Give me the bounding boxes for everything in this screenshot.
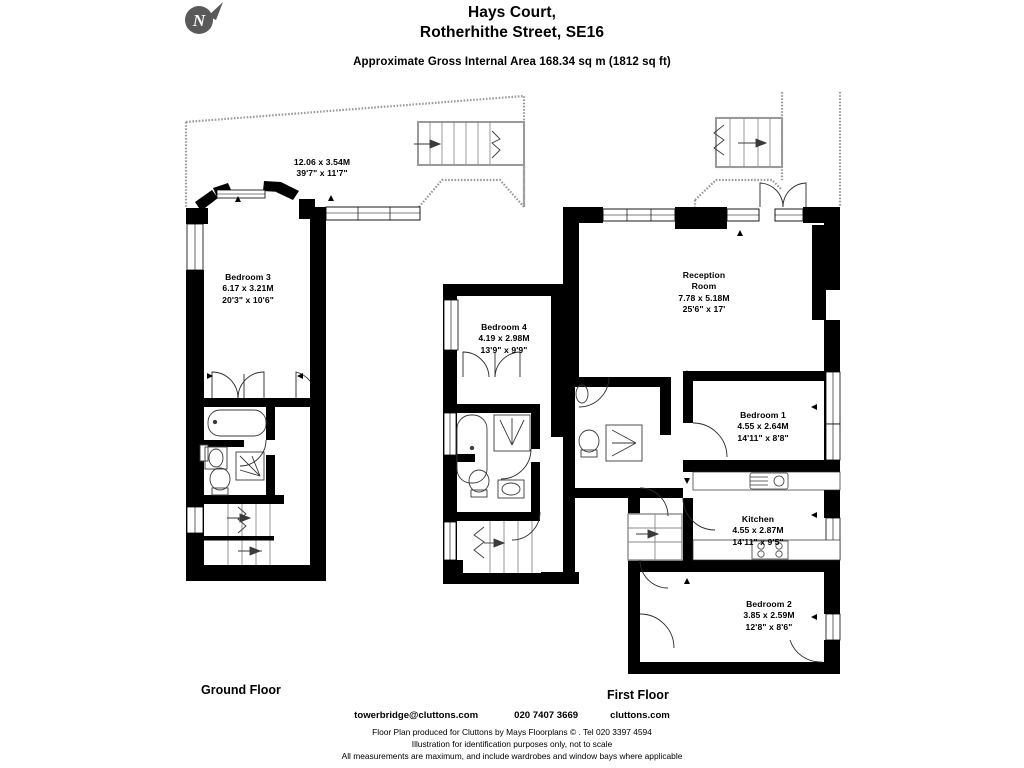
room-name-line1: Reception [682, 270, 726, 280]
room-dim-imperial: 14'11" x 9'5" [732, 536, 784, 547]
shower-icon [493, 414, 531, 452]
compass-north-icon: N [178, 0, 230, 42]
dimension-imperial: 39'7" x 11'7" [296, 168, 348, 179]
room-label-kitchen: Kitchen 4.55 x 2.87M 14'11" x 9'5" [708, 514, 808, 548]
room-dim-imperial: 14'11" x 8'8" [737, 432, 789, 443]
dimension-metric: 12.06 x 3.54M [293, 157, 351, 167]
room-name: Kitchen [741, 514, 775, 524]
shower-icon [235, 451, 265, 481]
dimension-label-overall: 12.06 x 3.54M 39'7" x 11'7" [272, 157, 372, 180]
room-label-bedroom-1: Bedroom 1 4.55 x 2.64M 14'11" x 8'8" [713, 410, 813, 444]
room-name: Bedroom 4 [481, 322, 527, 332]
disclaimer-line-2: Illustration for identification purposes… [411, 739, 613, 749]
ground-floor-bedroom3-doors [211, 371, 311, 399]
contact-phone[interactable]: 020 7407 3669 [514, 710, 579, 721]
ground-floor-dimension-arrows [207, 196, 303, 379]
first-floor-stairs [463, 513, 683, 573]
first-floor-upper-stairs [713, 117, 783, 168]
room-label-bedroom-4: Bedroom 4 4.19 x 2.98M 13'9" x 9'9" [454, 322, 554, 356]
first-floor-bathroom-fixtures [456, 376, 643, 499]
bathtub-icon [207, 409, 267, 437]
ground-floor-upper-outline [184, 94, 526, 207]
room-dim-metric: 3.85 x 2.59M [743, 610, 795, 621]
first-floor-plan [328, 92, 842, 674]
room-dim-metric: 6.17 x 3.21M [222, 283, 274, 294]
toilet-icon [209, 467, 231, 491]
room-dim-metric: 4.19 x 2.98M [478, 333, 530, 344]
room-label-bedroom-2: Bedroom 2 3.85 x 2.59M 12'8" x 8'6" [719, 599, 819, 633]
room-dim-metric: 4.55 x 2.64M [737, 421, 789, 432]
ground-floor-plan [184, 94, 526, 581]
contact-row: towerbridge@cluttons.com 020 7407 3669 clu… [0, 710, 1024, 721]
gross-internal-area-note: Approximate Gross Internal Area 168.34 s… [353, 56, 671, 68]
ground-floor-title: Ground Floor [201, 683, 281, 697]
compass-letter-n: N [192, 11, 206, 30]
page-title-line1: Hays Court, [467, 4, 557, 21]
bathtub-icon [456, 414, 488, 484]
ground-floor-stairs [186, 504, 282, 565]
first-floor-windows [443, 182, 841, 641]
first-floor-title: First Floor [607, 688, 669, 702]
page-title-line2: Rotherhithe Street, SE16 [419, 24, 605, 41]
shower-icon [605, 424, 643, 462]
room-name: Bedroom 2 [746, 599, 792, 609]
ground-floor-windows [186, 189, 421, 271]
basin-icon [497, 479, 525, 499]
room-name-line2: Room [691, 281, 717, 292]
room-dim-imperial: 12'8" x 8'6" [745, 621, 793, 632]
room-label-reception-room: Reception Room 7.78 x 5.18M 25'6" x 17' [654, 270, 754, 316]
ground-floor-corridor-ghost [418, 165, 526, 208]
first-floor-door-swings [462, 351, 823, 663]
room-dim-imperial: 13'9" x 9'9" [480, 344, 528, 355]
contact-email[interactable]: towerbridge@cluttons.com [354, 710, 479, 721]
room-dim-metric: 7.78 x 5.18M [678, 292, 730, 303]
first-floor-dimension-arrows [328, 195, 817, 620]
sink-icon [749, 472, 789, 490]
toilet-icon [468, 469, 490, 493]
toilet-icon [578, 429, 600, 453]
room-name: Bedroom 3 [225, 272, 271, 282]
contact-website[interactable]: cluttons.com [610, 710, 670, 721]
room-name: Bedroom 1 [740, 410, 786, 420]
ground-floor-upper-stairs [414, 121, 525, 166]
basin-icon [575, 384, 589, 404]
room-dim-metric: 4.55 x 2.87M [732, 525, 784, 536]
kitchen-fixtures [692, 471, 841, 561]
disclaimer-line-1: Floor Plan produced for Cluttons by Mays… [372, 727, 652, 737]
room-label-bedroom-3: Bedroom 3 6.17 x 3.21M 20'3" x 10'6" [198, 272, 298, 306]
ground-floor-bathroom-fixtures [199, 409, 267, 496]
room-dim-imperial: 25'6" x 17' [682, 304, 726, 315]
hob-icon [751, 540, 789, 560]
room-dim-imperial: 20'3" x 10'6" [222, 294, 274, 305]
disclaimer-line-3: All measurements are maximum, and includ… [341, 751, 683, 761]
